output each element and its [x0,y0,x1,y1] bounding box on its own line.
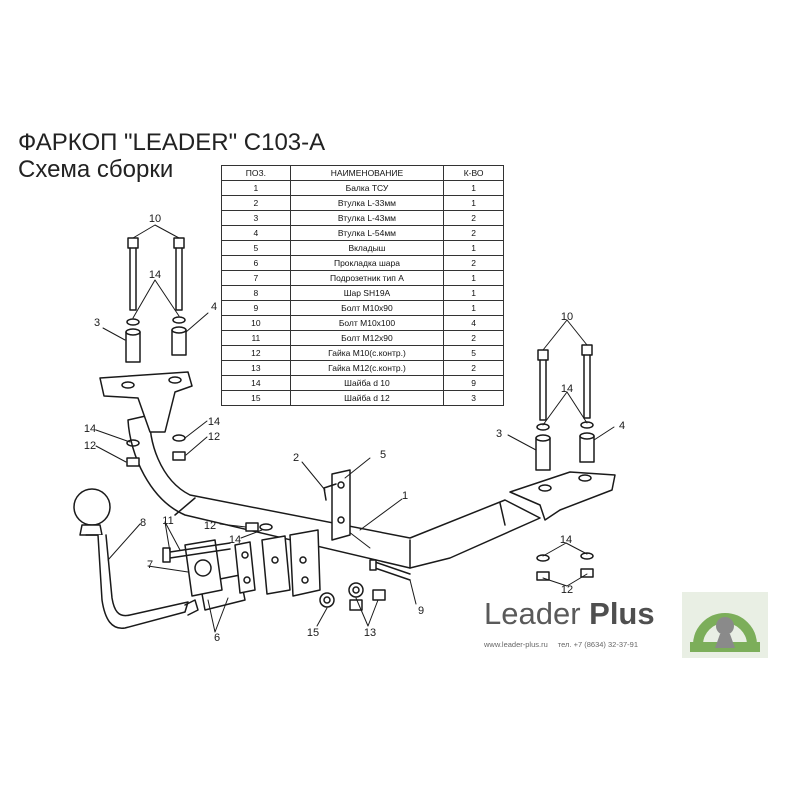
brand-phone: тел. +7 (8634) 32-37-91 [557,640,639,649]
callout-14-bottom: 14 [229,534,241,546]
brand-name-regular: Leader [484,596,590,631]
callout-11: 11 [162,515,173,527]
brand-name-bold: Plus [589,596,655,631]
left-mounting-bracket [99,371,193,433]
callout-10-left: 10 [149,213,161,225]
center-plates [261,529,321,597]
tow-beam [127,414,541,569]
leader-plus-logo-icon [682,592,768,658]
callout-14-center: 14 [208,416,220,428]
callout-5: 5 [380,449,386,461]
diagram-subtitle: Схема сборки [18,156,174,183]
insert-part [323,469,351,541]
callout-12-bottom: 12 [204,520,216,532]
callout-14-right-bottom: 14 [560,534,572,546]
sleeves [125,326,595,471]
bolts-11 [162,542,231,563]
callout-10-right: 10 [561,311,573,323]
callout-14-left-top: 14 [149,269,161,281]
brand-name: Leader Plus [484,596,655,632]
callout-9: 9 [418,605,424,617]
cell-name: Шайба d 12 [289,390,445,406]
callout-7: 7 [147,559,153,571]
washers-15-nuts-13 [319,582,386,611]
callout-3-right: 3 [496,428,502,440]
callout-15: 15 [307,627,319,639]
right-bolts [537,344,593,421]
bolt-9 [369,559,411,581]
right-mounting-bracket [509,471,616,521]
callout-labels: 10 14 3 4 14 12 14 12 2 5 1 8 11 12 14 7… [84,213,625,644]
left-bolts [127,237,185,311]
callout-3-left: 3 [94,317,100,329]
callout-12-left-mid: 12 [84,440,96,452]
callout-8: 8 [140,517,146,529]
callout-12-center: 12 [208,431,220,443]
cell-qty: 3 [443,390,504,406]
callout-4-right: 4 [619,420,625,432]
callout-14-left-mid: 14 [84,423,96,435]
callout-4-left: 4 [211,301,217,313]
callout-13: 13 [364,627,376,639]
callout-1: 1 [402,490,408,502]
callout-14-right-top: 14 [561,383,573,395]
washers-top [126,316,594,431]
tow-ball-neck [73,488,199,629]
diagram-title: ФАРКОП "LEADER" С103-А [18,129,326,156]
callout-12-right-bottom: 12 [561,584,573,596]
brand-website: www.leader-plus.ru [484,640,548,649]
leader-lines [95,224,615,633]
callout-6: 6 [214,632,220,644]
brand-contacts: www.leader-plus.ru тел. +7 (8634) 32-37-9… [484,640,638,649]
callout-2: 2 [293,452,299,464]
